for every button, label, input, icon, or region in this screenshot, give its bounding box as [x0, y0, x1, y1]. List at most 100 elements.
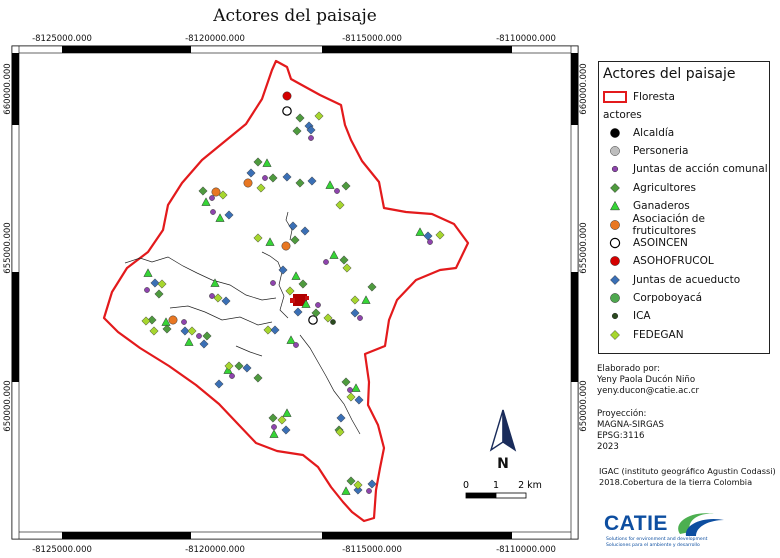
- point-ganaderos: [210, 278, 220, 287]
- catie-tagline-1: Solutions for environment and developmen…: [606, 537, 708, 542]
- point-fedegan: [335, 427, 345, 437]
- legend-item-label: ASOINCEN: [633, 236, 688, 249]
- point-juntas-de-acueducto: [242, 363, 252, 373]
- point-asociaci-n-de-fruticultores: [168, 315, 178, 325]
- legend-item-label: Juntas de acueducto: [633, 273, 741, 286]
- projection-label: Proyección:: [597, 409, 647, 419]
- point-asoincen: [308, 315, 318, 325]
- point-juntas-de-acci-n-comunal: [323, 259, 329, 265]
- x-top-label-3: -8115000.000: [342, 34, 402, 44]
- point-juntas-de-acci-n-comunal: [229, 373, 235, 379]
- circle-marker-icon: [603, 218, 627, 232]
- legend-boundary: Floresta: [603, 88, 769, 106]
- point-asociaci-n-de-fruticultores: [281, 241, 291, 251]
- catie-logo: CATIE Solutions for environment and deve…: [604, 512, 724, 554]
- x-bottom-label-4: -8110000.000: [496, 545, 556, 555]
- point-juntas-de-acci-n-comunal: [293, 342, 299, 348]
- point-ganaderos: [143, 268, 153, 277]
- legend-item-label: Asociación de fruticultores: [632, 212, 705, 237]
- point-ganaderos: [184, 337, 194, 346]
- point-ica: [330, 319, 336, 325]
- point-fedegan: [435, 230, 445, 240]
- y-left-label-2: 655000.000: [3, 222, 13, 273]
- point-ganaderos: [341, 486, 351, 495]
- circle-marker-icon: [603, 126, 627, 140]
- point-agricultores: [346, 476, 356, 486]
- point-agricultores: [268, 413, 278, 423]
- boundary-swatch-icon: [603, 90, 627, 104]
- point-agricultores: [311, 308, 321, 318]
- legend-item-2: Juntas de acción comunal: [603, 160, 769, 178]
- point-juntas-de-acueducto: [300, 226, 310, 236]
- point-juntas-de-acueducto: [336, 413, 346, 423]
- smallcircle-marker-icon: [603, 162, 627, 176]
- author-name: Yeny Paola Ducón Niño: [597, 375, 696, 385]
- point-fedegan: [335, 200, 345, 210]
- point-agricultores: [341, 181, 351, 191]
- legend-item-1: Personeria: [603, 142, 769, 160]
- smallcircle-marker-icon: [603, 309, 627, 323]
- projection-block: Proyección: MAGNA-SIRGAS EPSG:3116 2023: [597, 409, 664, 453]
- point-juntas-de-acci-n-comunal: [144, 287, 150, 293]
- scale-label-2: 2 km: [518, 480, 542, 491]
- point-juntas-de-acci-n-comunal: [270, 280, 276, 286]
- point-fedegan: [157, 279, 167, 289]
- map-frame: -8125000.000 -8120000.000 -8115000.000 -…: [3, 34, 589, 555]
- point-fedegan: [314, 111, 324, 121]
- point-fedegan: [218, 190, 228, 200]
- point-fedegan: [342, 263, 352, 273]
- author-email: yeny.ducon@catie.ac.cr: [597, 386, 700, 396]
- point-agricultores: [198, 186, 208, 196]
- point-juntas-de-acueducto: [288, 221, 298, 231]
- catie-swoosh-icon: [678, 513, 724, 536]
- catie-logo-text: CATIE: [604, 512, 668, 535]
- y-right-label-3: 650000.000: [579, 380, 589, 431]
- x-top-label-1: -8125000.000: [32, 34, 92, 44]
- legend-item-7: ASOHOFRUCOL: [603, 252, 769, 270]
- legend-item-6: ASOINCEN: [603, 234, 769, 252]
- point-ganaderos: [265, 237, 275, 246]
- legend-item-9: Corpoboyacá: [603, 289, 769, 307]
- circle-marker-icon: [603, 254, 627, 268]
- point-juntas-de-acci-n-comunal: [196, 333, 202, 339]
- scale-label-0: 0: [463, 480, 469, 491]
- point-agricultores: [341, 377, 351, 387]
- point-ganaderos: [351, 383, 361, 392]
- point-juntas-de-acueducto: [423, 231, 433, 241]
- point-fedegan: [263, 325, 273, 335]
- diamond-marker-icon: [603, 273, 627, 287]
- point-juntas-de-acueducto: [354, 395, 364, 405]
- legend-item-10: ICA: [603, 307, 769, 325]
- point-ganaderos: [223, 365, 233, 374]
- point-ganaderos: [286, 335, 296, 344]
- point-ganaderos: [301, 299, 311, 308]
- point-juntas-de-acueducto: [306, 125, 316, 135]
- point-agricultores: [290, 235, 300, 245]
- point-ganaderos: [201, 197, 211, 206]
- north-arrow-label: N: [497, 456, 509, 472]
- point-fedegan: [149, 326, 159, 336]
- legend-item-label: Ganaderos: [633, 200, 690, 213]
- point-fedegan: [285, 286, 295, 296]
- point-agricultores: [339, 255, 349, 265]
- point-asoincen: [282, 106, 292, 116]
- y-right-label-1: 660000.000: [579, 63, 589, 114]
- circle-marker-icon: [603, 291, 627, 305]
- y-right-label-2: 655000.000: [579, 222, 589, 273]
- point-asociaci-n-de-fruticultores: [243, 178, 253, 188]
- point-ganaderos: [325, 180, 335, 189]
- actor-points: [141, 91, 445, 495]
- source-line-2: 2018.Cobertura de la tierra Colombia: [599, 477, 753, 487]
- x-bottom-label-3: -8115000.000: [342, 545, 402, 555]
- north-arrow: N: [489, 409, 517, 472]
- point-agricultores: [253, 373, 263, 383]
- source-block: IGAC (instituto geográfico Agustin Codas…: [599, 466, 777, 488]
- point-agricultores: [295, 178, 305, 188]
- triangle-marker-icon: [603, 199, 627, 213]
- point-fedegan: [256, 183, 266, 193]
- point-agricultores: [202, 331, 212, 341]
- urban-center: [290, 294, 309, 306]
- point-fedegan: [346, 392, 356, 402]
- elaborated-label: Elaborado por:: [597, 364, 661, 374]
- projection-year: 2023: [597, 442, 619, 452]
